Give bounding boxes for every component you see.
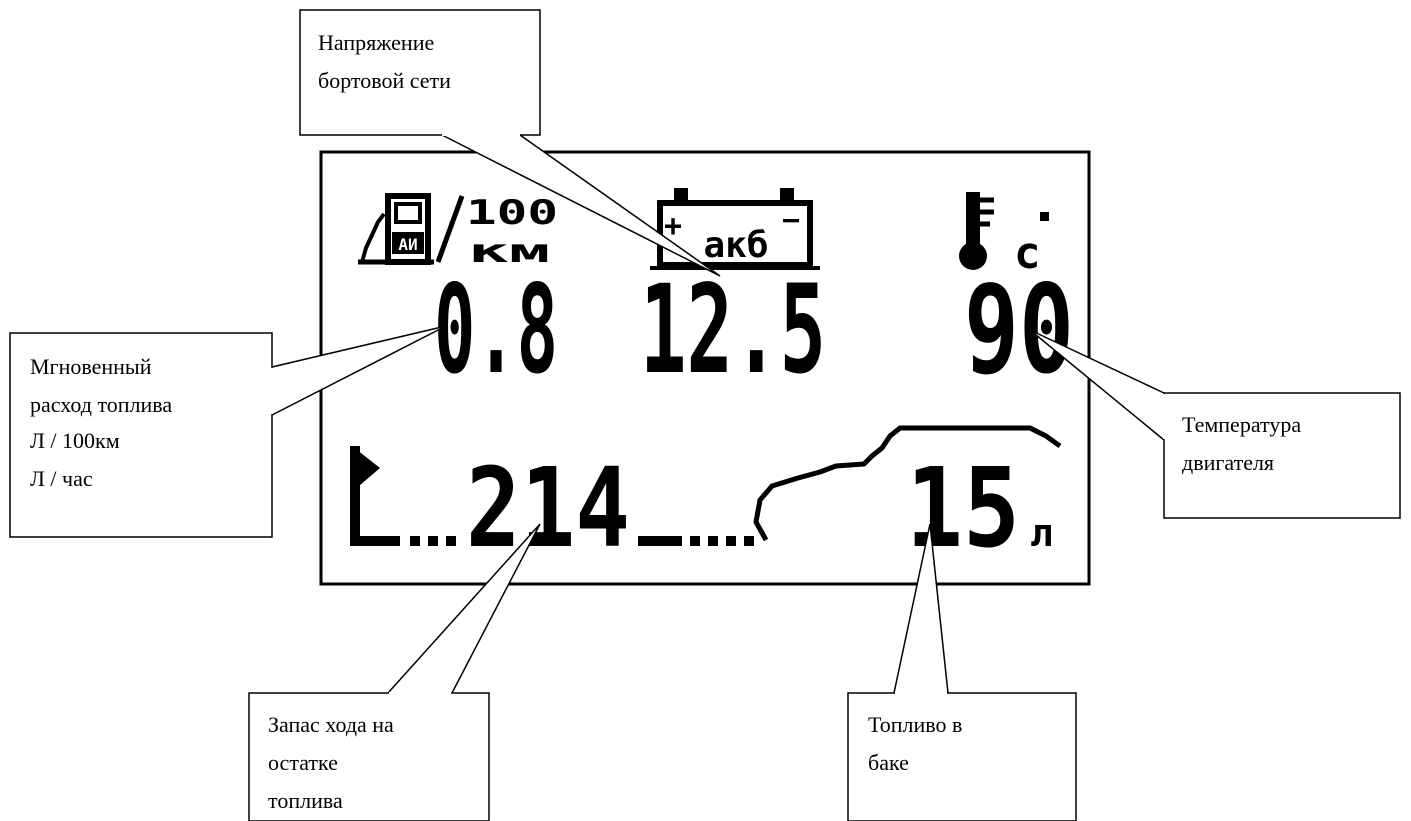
battery-label: акб	[703, 225, 768, 266]
thermometer-icon	[959, 192, 1049, 270]
fuel-pump-icon: АИ	[358, 193, 465, 265]
consumption-value: 0.8	[434, 259, 558, 401]
range-value: 214	[466, 444, 630, 572]
lcd-display-frame	[319, 150, 1091, 586]
callout-temperature-line2: двигателя	[1182, 450, 1274, 475]
callout-fuel: Топливо в баке	[847, 523, 1077, 821]
callout-range: Запас хода на остатке топлива	[248, 523, 541, 821]
temperature-unit: c	[1014, 228, 1041, 279]
callout-range-line3: топлива	[268, 788, 343, 813]
battery-minus: −	[782, 203, 800, 238]
pump-label: АИ	[398, 235, 417, 254]
range-flag-icon	[350, 446, 456, 546]
callout-temperature-line1: Температура	[1182, 412, 1301, 437]
callout-fuel-line2: баке	[868, 750, 909, 775]
voltage-value: 12.5	[640, 259, 826, 401]
callout-fuel-line1: Топливо в	[868, 712, 962, 737]
callout-instant-line1: Мгновенный	[30, 354, 152, 379]
callout-instant-line3: Л / 100км	[30, 428, 120, 453]
callout-temperature: Температура двигателя	[1029, 329, 1401, 519]
callout-voltage: Напряжение бортовой сети	[299, 9, 721, 277]
temperature-value: 90	[964, 259, 1074, 401]
callout-instant-line2: расход топлива	[30, 392, 172, 417]
car-silhouette-icon	[753, 425, 1062, 542]
callout-range-line1: Запас хода на	[268, 712, 394, 737]
dotted-leader	[638, 536, 754, 546]
callout-range-line2: остатке	[268, 750, 338, 775]
fuel-unit: л	[1030, 511, 1053, 555]
consumption-unit-top: 100	[466, 193, 558, 233]
callout-voltage-line2: бортовой сети	[318, 68, 451, 93]
callout-voltage-line1: Напряжение	[318, 30, 434, 55]
consumption-unit-bottom: км	[468, 232, 550, 270]
callout-instant-line4: Л / час	[30, 466, 93, 491]
callout-instant: Мгновенный расход топлива Л / 100км Л / …	[9, 325, 447, 538]
battery-plus: +	[664, 209, 682, 244]
